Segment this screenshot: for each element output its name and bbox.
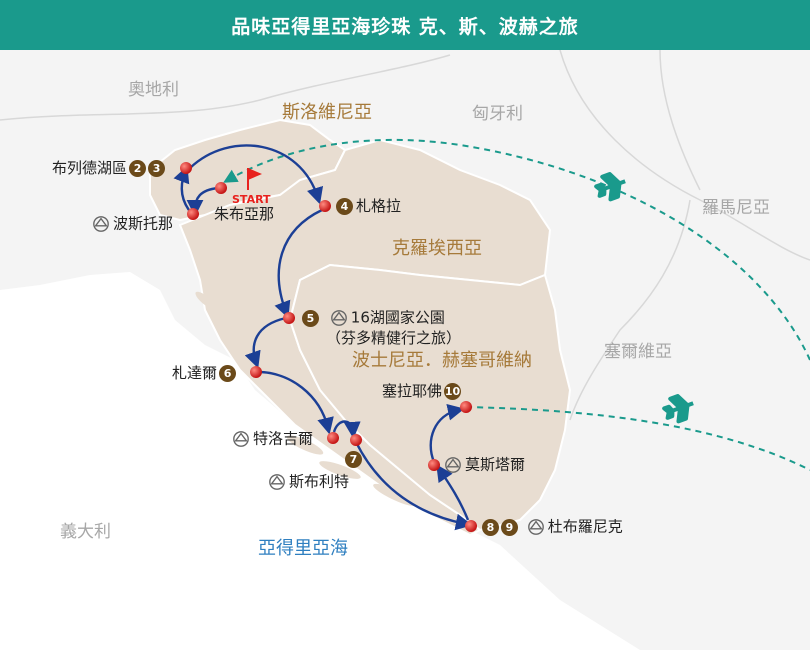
marker-mostar <box>428 459 440 471</box>
marker-sarajevo <box>460 401 472 413</box>
route-zagreb-plitvice <box>274 208 323 319</box>
route-plitvice-zadar <box>244 316 287 369</box>
city-label-postojna: 波斯托那 <box>92 215 173 233</box>
day-badge: 3 <box>148 160 166 177</box>
page-title: 品味亞得里亞海珍珠 克、斯、波赫之旅 <box>231 15 579 38</box>
day-badge: 4 <box>336 198 353 215</box>
page-title-bar: 品味亞得里亞海珍珠 克、斯、波赫之旅 <box>0 0 810 50</box>
city-name: 波斯托那 <box>113 214 174 233</box>
country-label-bosnia: 波士尼亞．赫塞哥維納 <box>352 350 532 371</box>
city-label-plitvice-note: （芬多精健行之旅） <box>326 329 462 347</box>
route-trogir-split <box>332 420 361 439</box>
city-name: 16湖國家公園 <box>350 308 445 327</box>
city-name: 布列德湖區 <box>52 159 128 177</box>
neighbor-borders <box>0 50 810 421</box>
route-split-dubrovnik <box>354 441 473 531</box>
marker-postojna <box>187 208 199 220</box>
country-label-croatia: 克羅埃西亞 <box>392 238 482 259</box>
city-label-split: 斯布利特 <box>268 473 349 491</box>
city-name: 朱布亞那 <box>214 205 275 223</box>
unesco-heritage-icon <box>233 431 249 447</box>
city-label-split-badge: 7 <box>343 451 362 468</box>
airplane-icon <box>594 172 626 202</box>
marker-ljubljana <box>215 182 227 194</box>
start-label: START <box>232 193 271 206</box>
route-dubrovnik-mostar <box>436 464 470 521</box>
city-name: 塞拉耶佛 <box>382 382 443 400</box>
route-mostar-sarajevo <box>429 403 465 463</box>
city-name: 札格拉 <box>356 197 402 215</box>
start-flag-icon <box>247 168 262 190</box>
unesco-heritage-icon <box>93 216 109 232</box>
day-badge: 8 <box>482 518 499 536</box>
country-label-slovenia: 斯洛維尼亞 <box>282 102 372 123</box>
country-label-italy: 義大利 <box>60 522 111 542</box>
route-bled-zagreb <box>189 144 324 205</box>
day-badge: 5 <box>302 309 319 327</box>
bosnia-region <box>288 263 572 532</box>
marker-dubrovnik <box>465 520 477 532</box>
marker-plitvice <box>283 312 295 324</box>
city-name: 莫斯塔爾 <box>465 455 526 474</box>
city-label-plitvice: 5 16湖國家公園 <box>300 309 445 327</box>
country-label-serbia: 塞爾維亞 <box>604 342 672 362</box>
day-badge: 10 <box>444 383 462 400</box>
unesco-heritage-icon <box>445 457 461 473</box>
airplane-icon <box>662 394 694 424</box>
flight-path-arrival <box>223 138 810 361</box>
sea-label-adriatic: 亞得里亞海 <box>258 538 348 559</box>
marker-zadar <box>250 366 262 378</box>
day-badge: 6 <box>219 365 237 382</box>
city-label-trogir: 特洛吉爾 <box>232 430 313 448</box>
unesco-heritage-icon <box>269 474 285 490</box>
unesco-heritage-icon <box>330 310 347 326</box>
marker-split <box>350 434 362 446</box>
city-name: 特洛吉爾 <box>253 429 314 448</box>
city-label-ljubljana: 朱布亞那 <box>214 207 274 222</box>
city-markers <box>180 162 477 532</box>
unesco-heritage-icon <box>527 519 544 535</box>
city-name: 斯布利特 <box>289 472 350 491</box>
tour-route <box>173 144 473 531</box>
city-label-mostar: 莫斯塔爾 <box>444 456 525 474</box>
marker-bled <box>180 162 192 174</box>
country-label-romania: 羅馬尼亞 <box>702 198 770 218</box>
day-badge: 2 <box>129 160 147 177</box>
day-badge: 7 <box>345 451 362 468</box>
route-zadar-trogir <box>257 370 334 435</box>
flight-path-departure <box>465 406 810 471</box>
adriatic-sea <box>0 272 640 650</box>
map-canvas <box>0 50 810 650</box>
marker-trogir <box>327 432 339 444</box>
marker-zagreb <box>319 200 331 212</box>
day-badge: 9 <box>501 518 518 536</box>
city-name: 札達爾 <box>172 364 218 382</box>
route-ljubljana-postojna <box>186 186 219 217</box>
country-label-hungary: 匈牙利 <box>472 104 523 124</box>
country-label-austria: 奧地利 <box>128 80 179 100</box>
city-name: 杜布羅尼克 <box>547 517 623 536</box>
